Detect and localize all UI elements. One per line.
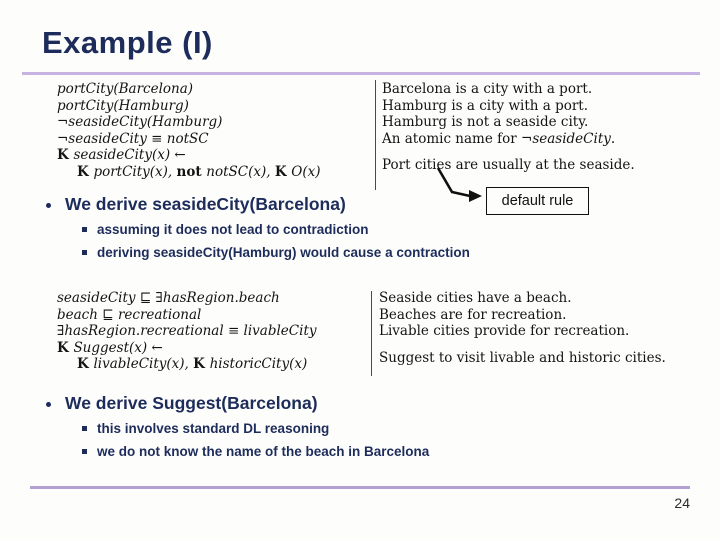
square-bullet-icon	[82, 426, 87, 431]
slide-title: Example (I)	[42, 25, 213, 60]
bullet-section-suggest: We derive Suggest(Barcelona) this involv…	[44, 393, 624, 466]
footer-divider-line	[30, 486, 690, 489]
square-bullet-icon	[82, 448, 87, 454]
prose-line: Hamburg is not a seaside city.	[382, 114, 589, 131]
square-bullet-icon	[82, 227, 87, 232]
bullet-section-seasidecity: We derive seasideCity(Barcelona) assumin…	[44, 194, 624, 267]
default-rule-label: default rule	[501, 193, 574, 209]
prose-line: Barcelona is a city with a port.	[382, 81, 593, 97]
kb1-prose-block: Barcelona is a city with a port.Hamburg …	[382, 81, 635, 174]
bullet-dot-icon	[46, 203, 51, 208]
prose-line: Port cities are usually at the seaside.	[382, 157, 635, 174]
formula-line: K portCity(x), not notSC(x), K O(x)	[77, 163, 321, 180]
prose-line: An atomic name for ¬seasideCity.	[382, 130, 616, 147]
sub-bullet-list: assuming it does not lead to contradicti…	[44, 222, 624, 260]
formula-line: ¬seasideCity(Hamburg)	[57, 114, 223, 131]
formula-line: beach ⊑ recreational	[57, 306, 202, 323]
callout-arrow-icon	[436, 167, 482, 202]
sub-bullet-label: we do not know the name of the beach in …	[97, 443, 430, 459]
formula-line: K seasideCity(x) ←	[57, 147, 186, 164]
sub-bullet: assuming it does not lead to contradicti…	[82, 222, 624, 237]
bullet-dot-icon	[46, 402, 51, 407]
sub-bullet-label: assuming it does not lead to contradicti…	[97, 222, 369, 237]
formula-line: portCity(Barcelona)	[57, 81, 194, 97]
prose-line: Suggest to visit livable and historic ci…	[379, 349, 666, 366]
sub-bullet-list: this involves standard DL reasoning we d…	[44, 421, 624, 459]
prose-line: Seaside cities have a beach.	[379, 290, 572, 306]
sub-bullet: we do not know the name of the beach in …	[82, 444, 624, 459]
kb2-separator-line	[371, 291, 372, 376]
default-rule-callout: default rule	[486, 187, 589, 215]
prose-line: Beaches are for recreation.	[379, 306, 567, 323]
kb1-separator-line	[375, 80, 376, 190]
prose-line: Livable cities provide for recreation.	[379, 323, 630, 340]
page-number: 24	[674, 495, 690, 511]
sub-bullet-label: this involves standard DL reasoning	[97, 421, 330, 436]
main-bullet: We derive Suggest(Barcelona)	[44, 393, 624, 414]
sub-bullet-label: deriving seasideCity(Hamburg) would caus…	[97, 244, 470, 260]
square-bullet-icon	[82, 249, 87, 255]
formula-line: portCity(Hamburg)	[57, 97, 189, 114]
formula-line: seasideCity ⊑ ∃hasRegion.beach	[57, 290, 280, 306]
formula-line: K livableCity(x), K historicCity(x)	[77, 356, 308, 373]
formula-line: ∃hasRegion.recreational ≡ livableCity	[57, 323, 317, 340]
main-bullet-label: We derive Suggest(Barcelona)	[65, 393, 318, 413]
main-bullet: We derive seasideCity(Barcelona)	[44, 194, 624, 215]
prose-line: Hamburg is a city with a port.	[382, 97, 589, 114]
formula-line: K Suggest(x) ←	[57, 339, 163, 356]
formula-line: ¬seasideCity ≡ notSC	[57, 130, 209, 147]
kb1-formula-block: portCity(Barcelona)portCity(Hamburg)¬sea…	[57, 81, 321, 181]
kb2-prose-block: Seaside cities have a beach.Beaches are …	[379, 290, 666, 366]
sub-bullet: this involves standard DL reasoning	[82, 421, 624, 436]
main-bullet-label: We derive seasideCity(Barcelona)	[65, 194, 346, 214]
sub-bullet: deriving seasideCity(Hamburg) would caus…	[82, 245, 624, 260]
title-divider-line	[22, 72, 700, 75]
